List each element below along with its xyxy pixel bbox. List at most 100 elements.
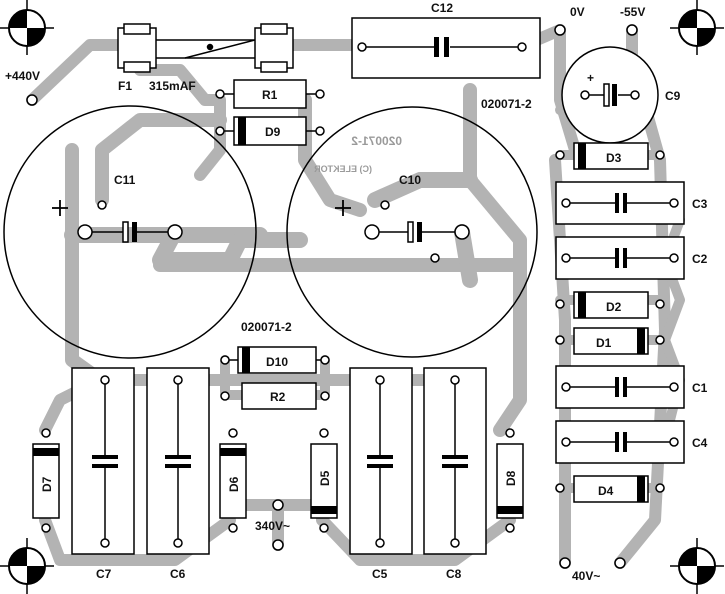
label-f1: F1 (118, 79, 132, 93)
track-0v (554, 24, 581, 156)
diode-d8 (496, 443, 524, 519)
pad-c2-left (561, 253, 571, 263)
pad-c10-small (380, 200, 390, 210)
pad-r1-right (315, 89, 325, 99)
pad-c7-top (100, 375, 110, 385)
label-plus440: +440V (5, 69, 40, 83)
pad-c12-left (357, 42, 367, 52)
pad-340v-a (272, 499, 284, 511)
pad-c11-neg (167, 224, 183, 240)
pad-c4-right (669, 437, 679, 447)
label-c10: C10 (399, 173, 421, 187)
pad-c10-pos (364, 224, 380, 240)
pad-c5-top (375, 375, 385, 385)
pad-d1-left (555, 335, 565, 345)
capacitor-c3 (555, 181, 685, 225)
capacitor-c5 (349, 367, 413, 555)
label-d3: D3 (606, 151, 622, 165)
pad-d10-left (220, 355, 230, 365)
pad-d1-right (655, 335, 665, 345)
capacitor-c6 (146, 367, 210, 555)
fiducial-bottom-right (670, 538, 724, 594)
pad-d9-right (315, 126, 325, 136)
capacitor-c9 (561, 46, 659, 144)
label-c5: C5 (372, 567, 388, 581)
pad-c12-right (517, 42, 527, 52)
pad-c11-small (97, 200, 107, 210)
diode-d2 (573, 291, 649, 319)
label-c11: C11 (114, 173, 136, 187)
pad-r1-left (215, 89, 225, 99)
track-right-down (463, 83, 527, 437)
track-plus440 (26, 39, 131, 106)
pad-d8-bottom (505, 523, 515, 533)
pad-0v (554, 24, 566, 36)
pad-c4-left (561, 437, 571, 447)
pad-d2-left (555, 299, 565, 309)
component-outlines (3, 17, 685, 555)
pad-d7-top (41, 428, 51, 438)
label-c9: C9 (665, 89, 681, 103)
label-d8: D8 (504, 470, 518, 486)
track-c11-pad-up (95, 113, 227, 207)
label-r2: R2 (270, 390, 286, 404)
label-0v: 0V (570, 5, 585, 19)
label-minus55: -55V (620, 5, 645, 19)
pad-c2-right (669, 253, 679, 263)
label-d5: D5 (318, 470, 332, 486)
pad-c9-left (580, 90, 590, 100)
fiducial-top-right (670, 0, 724, 55)
pad-d6-top (228, 428, 238, 438)
pad-c6-bottom (173, 538, 183, 548)
label-d2: D2 (606, 300, 622, 314)
fuse-f1 (117, 23, 294, 73)
capacitor-c8 (423, 367, 487, 555)
pad-d4-left (555, 483, 565, 493)
capacitor-c12 (351, 17, 541, 79)
pad-c8-bottom (450, 538, 460, 548)
fiducial-top-left (0, 0, 54, 55)
pad-d10-right (320, 355, 330, 365)
label-pcb-mid: 020071-2 (241, 320, 292, 334)
pad-c1-right (669, 382, 679, 392)
pad-c8-top (450, 375, 460, 385)
label-d7: D7 (40, 476, 54, 492)
pad-d8-top (505, 428, 515, 438)
label-d9: D9 (265, 125, 281, 139)
pad-d9-left (215, 126, 225, 136)
diode-d1 (573, 327, 649, 355)
label-c3: C3 (692, 197, 708, 211)
pad-c6-top (173, 375, 183, 385)
pad-plus440 (26, 94, 38, 106)
pad-r2-right (320, 391, 330, 401)
label-340v: 340V~ (255, 519, 290, 533)
pad-340v-b (272, 539, 284, 551)
pad-c7-bottom (100, 538, 110, 548)
pad-40v-a (559, 557, 571, 569)
label-d10: D10 (266, 355, 288, 369)
label-c12: C12 (431, 1, 453, 15)
diode-d3 (573, 142, 649, 170)
pad-d5-bottom (319, 523, 329, 533)
label-d4: D4 (598, 484, 614, 498)
pad-d2-right (655, 299, 665, 309)
capacitor-c2 (555, 236, 685, 280)
label-c6: C6 (170, 567, 186, 581)
labels: +440V 0V -55V 40V~ 340V~ F1 315mAF C12 R… (5, 1, 708, 583)
label-d1: D1 (596, 336, 612, 350)
label-d6: D6 (227, 476, 241, 492)
label-pcb-top: 020071-2 (481, 97, 532, 111)
pad-c10-low (430, 253, 440, 263)
diode-d5 (310, 443, 338, 519)
label-c4: C4 (692, 436, 708, 450)
track-c10-neg (454, 224, 478, 288)
label-c1: C1 (692, 381, 708, 395)
label-c2: C2 (692, 252, 708, 266)
diode-d7 (32, 443, 60, 519)
pad-d6-bottom (228, 523, 238, 533)
label-c7: C7 (96, 567, 112, 581)
resistor-r2 (241, 382, 317, 410)
diode-d9 (220, 116, 320, 146)
pad-d4-right (655, 483, 665, 493)
